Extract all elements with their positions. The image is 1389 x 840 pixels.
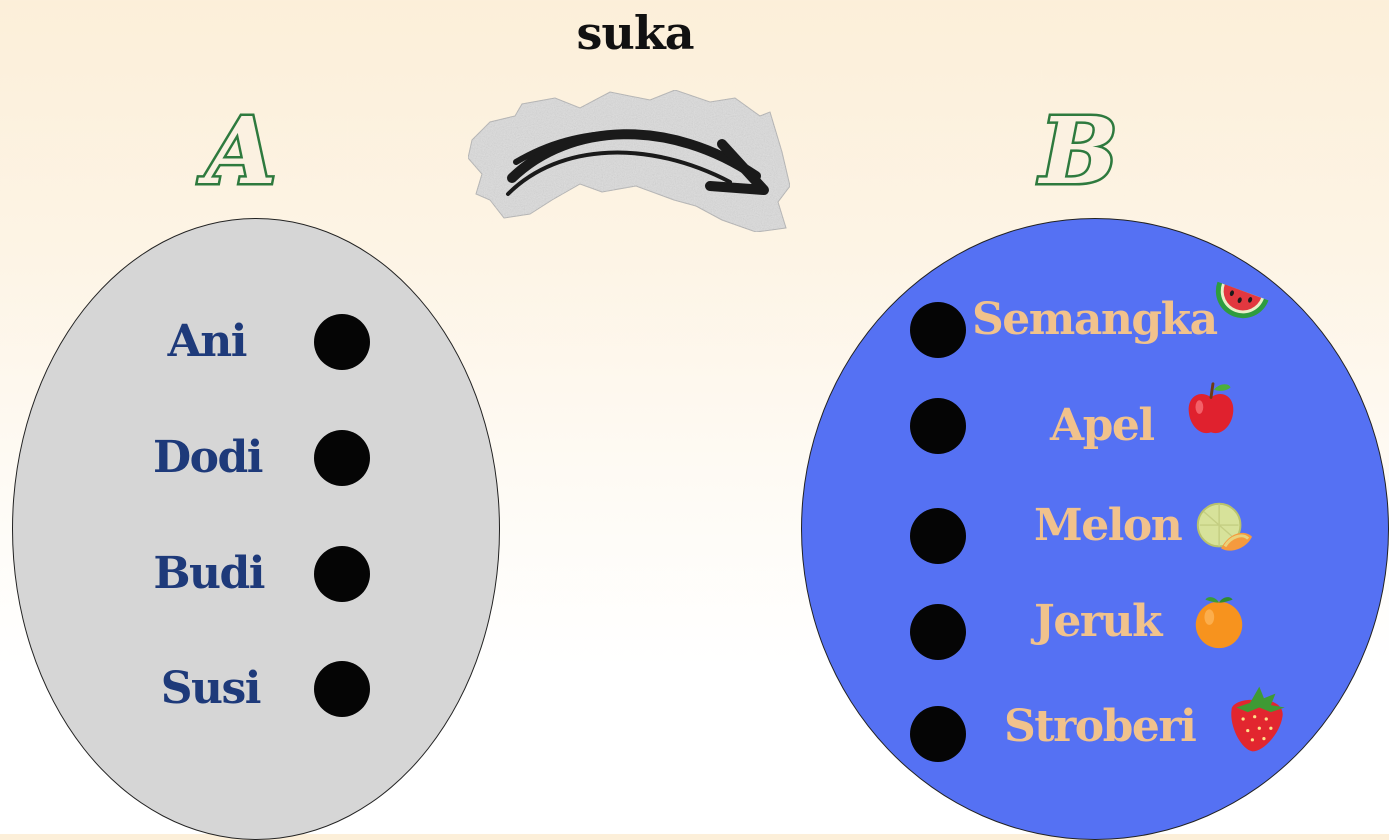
set-a-letter: A bbox=[202, 97, 278, 205]
codomain-item-label: Melon bbox=[1034, 500, 1183, 551]
codomain-item-label: Jeruk bbox=[1034, 596, 1162, 647]
strawberry-icon bbox=[1231, 686, 1285, 752]
codomain-point bbox=[910, 302, 966, 358]
domain-point bbox=[314, 314, 370, 370]
codomain-point bbox=[910, 706, 966, 762]
domain-item-label: Budi bbox=[153, 548, 265, 599]
domain-point bbox=[314, 430, 370, 486]
relation-arrow bbox=[460, 82, 800, 242]
domain-point bbox=[314, 546, 370, 602]
domain-point bbox=[314, 661, 370, 717]
codomain-item-label: Semangka bbox=[972, 294, 1218, 345]
codomain-point bbox=[910, 604, 966, 660]
watermelon-icon bbox=[1215, 281, 1269, 319]
relation-label: suka bbox=[576, 6, 694, 60]
codomain-point bbox=[910, 398, 966, 454]
apple-icon bbox=[1188, 382, 1234, 434]
domain-item-label: Ani bbox=[167, 316, 248, 367]
domain-item-label: Susi bbox=[160, 663, 262, 714]
set-b-letter: B bbox=[1038, 97, 1121, 205]
domain-item-label: Dodi bbox=[153, 432, 263, 483]
codomain-point bbox=[910, 508, 966, 564]
codomain-item-label: Apel bbox=[1050, 400, 1155, 451]
torn-paper-arrow-icon bbox=[467, 89, 791, 233]
set-b-oval bbox=[801, 218, 1389, 840]
codomain-item-label: Stroberi bbox=[1004, 701, 1197, 752]
orange-icon bbox=[1195, 597, 1243, 649]
set-a-oval bbox=[12, 218, 500, 840]
melon-icon bbox=[1196, 502, 1253, 551]
